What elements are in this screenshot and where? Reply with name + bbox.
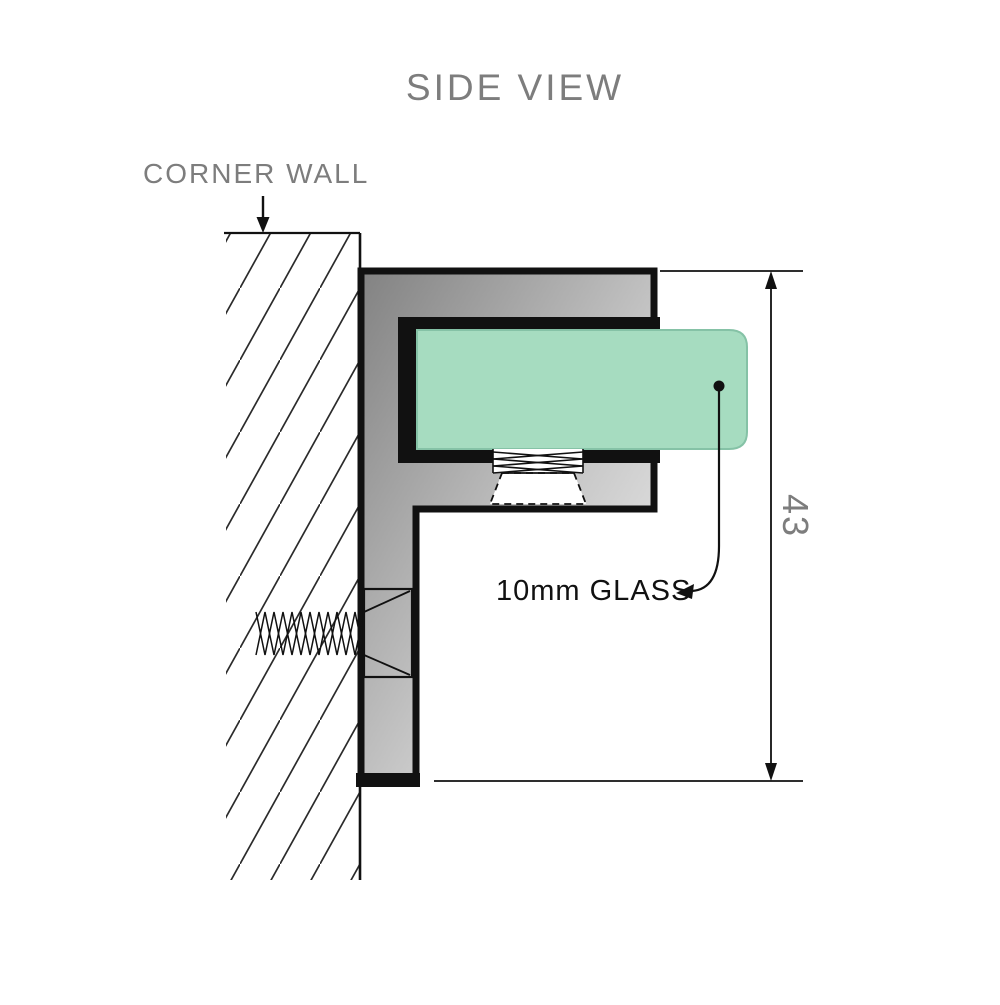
diagram-title: SIDE VIEW <box>406 67 624 108</box>
grub-screw-threads <box>492 449 584 474</box>
glass-label: 10mm GLASS <box>496 575 691 607</box>
dimension-value: 43 <box>775 494 816 538</box>
screw-head-flare <box>363 590 411 676</box>
bracket-foot-cap <box>356 773 420 787</box>
corner-wall-label: CORNER WALL <box>143 158 369 189</box>
grub-screw-body <box>488 472 588 505</box>
glass-panel <box>416 329 748 450</box>
screw-thread-zigzag-a <box>255 611 365 656</box>
grub-screw <box>488 449 588 505</box>
dimension-43: 43 <box>434 270 816 782</box>
wall <box>224 231 362 880</box>
screw-head-housing <box>362 587 414 679</box>
wall-hatching <box>226 234 359 880</box>
screw-thread-zigzag-b <box>255 611 365 656</box>
down-arrow-icon <box>256 217 270 233</box>
curved-leader-arrow-icon <box>676 584 694 599</box>
leader-line <box>691 386 721 593</box>
corner-wall-pointer <box>256 196 270 233</box>
wall-screw <box>255 587 414 679</box>
glass-leader <box>676 380 725 599</box>
dimension-arrow-down-icon <box>765 763 777 781</box>
dimension-arrow-up-icon <box>765 271 777 289</box>
